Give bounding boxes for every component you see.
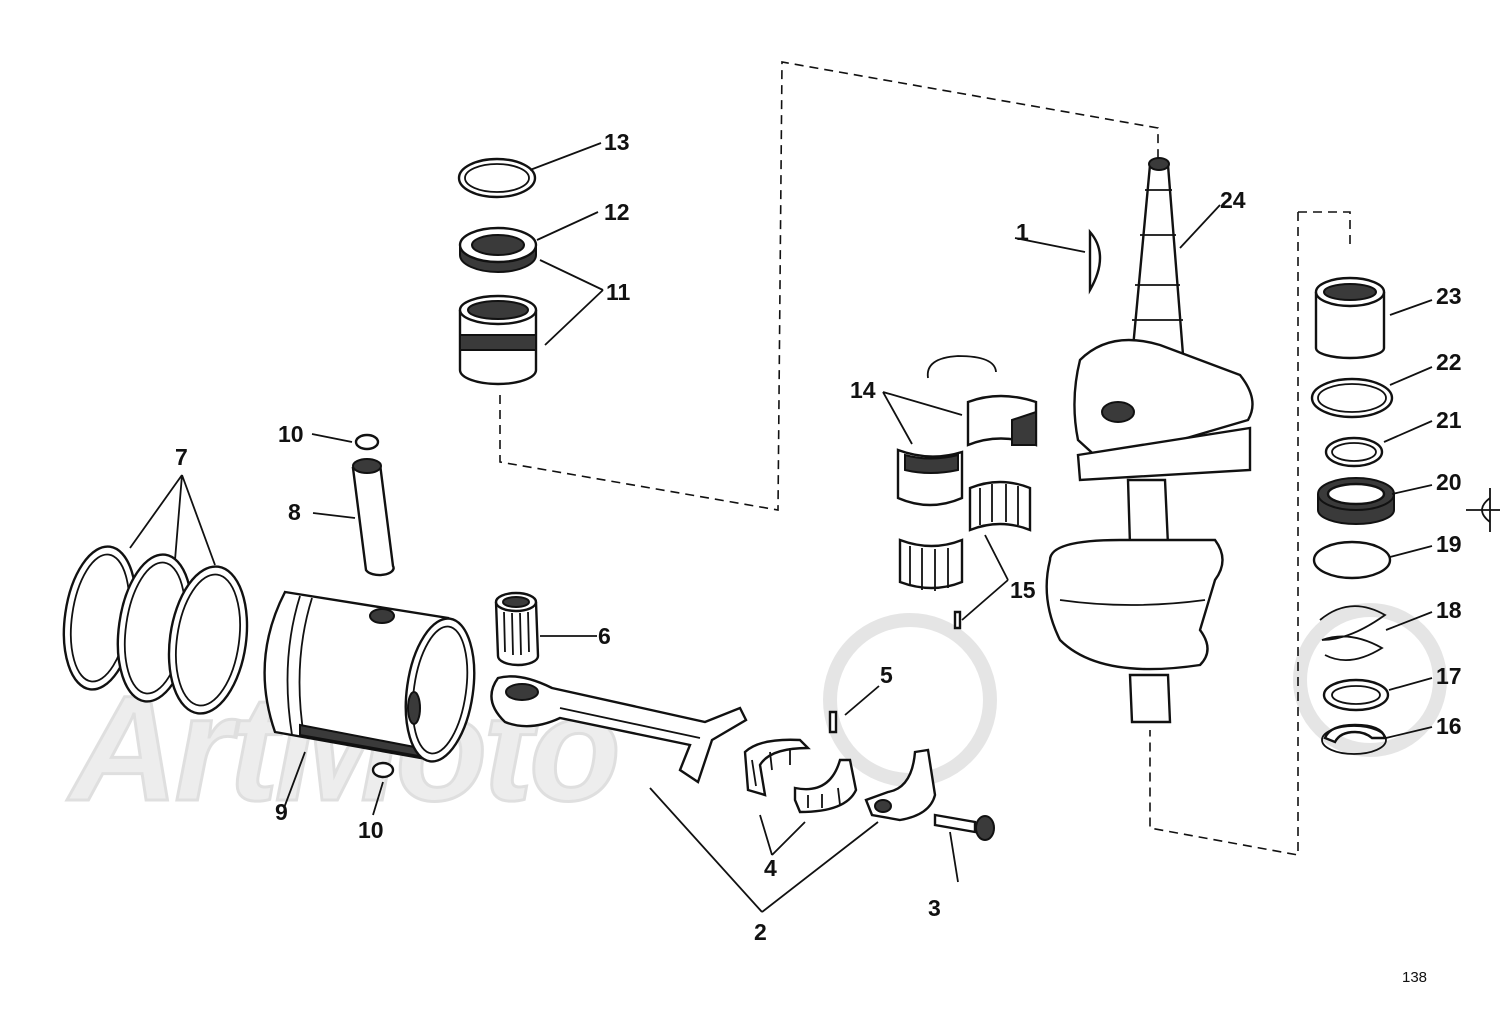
part-19-ring [1312,540,1392,580]
label-14: 14 [850,377,876,403]
label-8: 8 [288,499,301,525]
part-20-seal [1317,477,1395,525]
label-17: 17 [1436,663,1462,689]
part-3-screw [933,813,995,841]
part-8-piston-pin [351,458,395,577]
label-4: 4 [764,855,777,881]
part-1-woodruff-key [1088,228,1102,295]
part-23-bearing [1314,276,1386,360]
part-22-ring [1310,377,1394,419]
part-18-spring [1319,605,1387,662]
part-labels: 1 2 3 4 5 6 7 8 9 10 10 11 12 13 14 15 1… [175,129,1462,945]
part-10-clip-bottom [371,761,395,779]
label-11: 11 [606,279,631,305]
label-21: 21 [1436,407,1462,433]
part-13-ring [457,157,537,199]
label-9: 9 [275,799,288,825]
label-10-bottom: 10 [358,817,384,843]
label-16: 16 [1436,713,1462,739]
label-24: 24 [1220,187,1246,213]
label-6: 6 [598,623,611,649]
label-12: 12 [604,199,630,225]
label-22: 22 [1436,349,1462,375]
part-15-needle-cages [898,480,1032,630]
label-10-top: 10 [278,421,304,447]
part-24-crankshaft [1045,157,1254,724]
part-4-bearing-halves [743,738,858,814]
part-17-ring [1322,678,1390,712]
label-1: 1 [1016,219,1029,245]
part-5-dowel [828,710,838,734]
part-6-needle-bearing [494,591,540,667]
label-7: 7 [175,444,188,470]
label-18: 18 [1436,597,1462,623]
label-3: 3 [928,895,941,921]
label-19: 19 [1436,531,1462,557]
page-number: 138 [1402,969,1427,986]
label-2: 2 [754,919,767,945]
part-14-bearings [896,355,1038,507]
label-23: 23 [1436,283,1462,309]
leader-lines [129,142,1433,913]
label-20: 20 [1436,469,1462,495]
label-13: 13 [604,129,630,155]
part-16-retainer [1321,723,1387,755]
part-2-rod-cap [864,748,937,822]
label-5: 5 [880,662,893,688]
part-12-seal [458,226,538,273]
part-11-bearing [458,294,538,386]
label-15: 15 [1010,577,1036,603]
part-10-clip-top [354,433,380,451]
crosshair-symbol [1466,488,1500,532]
part-9-piston [263,590,476,763]
part-2-connecting-rod [490,675,748,784]
part-21-ring [1324,436,1384,468]
part-7-piston-rings [62,545,249,715]
alignment-lines [499,61,1351,856]
